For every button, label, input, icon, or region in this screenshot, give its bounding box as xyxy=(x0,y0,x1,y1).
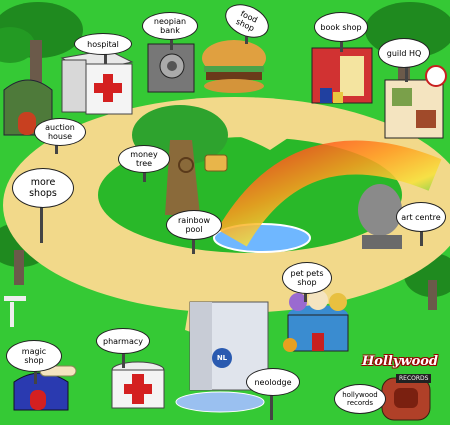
book-shop-building-icon xyxy=(311,47,373,104)
guild-hq-sign[interactable]: guild HQ xyxy=(378,38,430,68)
magic-shop-label: magic shop xyxy=(21,347,47,365)
pharmacy-sign[interactable]: pharmacy xyxy=(96,328,150,354)
pharmacy-building-icon xyxy=(111,361,165,409)
records-logo: RECORDS xyxy=(396,374,432,383)
magic-shop-hut-icon xyxy=(13,365,77,411)
book-shop-sign[interactable]: book shop xyxy=(314,12,368,42)
hospital-building-icon xyxy=(60,49,134,115)
neopian-bank-sign[interactable]: neopian bank xyxy=(142,12,198,40)
neopian-bank-label: neopian bank xyxy=(153,17,187,35)
left-tree-top xyxy=(0,2,83,85)
neolodge-sign[interactable]: neolodge xyxy=(246,368,300,396)
art-centre-sign[interactable]: art centre xyxy=(396,202,446,232)
rainbow-pool-sign[interactable]: rainbow pool xyxy=(166,210,222,240)
pharmacy-label: pharmacy xyxy=(102,336,144,346)
hospital-label: hospital xyxy=(87,39,119,49)
pet-pets-shop-sign[interactable]: pet pets shop xyxy=(282,262,332,294)
guild-hq-label: guild HQ xyxy=(386,48,422,58)
pet-pets-shop-label: pet pets shop xyxy=(290,269,324,287)
neolodge-label: neolodge xyxy=(254,377,292,387)
auction-house-label: auction house xyxy=(45,123,75,141)
hollywood-logo: Hollywood xyxy=(362,354,439,369)
guild-hq-icon xyxy=(384,65,447,139)
art-statue-icon xyxy=(358,184,402,249)
neolodge-badge: NL xyxy=(216,354,228,362)
hamburger-icon xyxy=(202,40,266,93)
hollywood-records-label: hollywood records xyxy=(342,391,378,407)
more-shops-sign[interactable]: more shops xyxy=(12,168,74,208)
rainbow-icon xyxy=(217,140,442,247)
rainbow-pool-label: rainbow pool xyxy=(178,216,210,234)
auction-house-sign[interactable]: auction house xyxy=(34,118,86,146)
money-tree-label: money tree xyxy=(130,150,158,168)
more-shops-label: more shops xyxy=(29,177,57,199)
hollywood-records-jukebox-icon xyxy=(381,377,431,421)
magic-shop-sign[interactable]: magic shop xyxy=(6,340,62,372)
hollywood-records-sign[interactable]: hollywood records xyxy=(334,384,386,414)
pet-pets-icon xyxy=(283,290,349,352)
money-tree-sign[interactable]: money tree xyxy=(118,145,170,173)
hospital-sign[interactable]: hospital xyxy=(74,33,132,55)
art-centre-label: art centre xyxy=(401,212,441,222)
bank-vault-icon xyxy=(147,43,195,93)
book-shop-label: book shop xyxy=(320,22,362,32)
auction-hut-icon xyxy=(3,79,53,136)
